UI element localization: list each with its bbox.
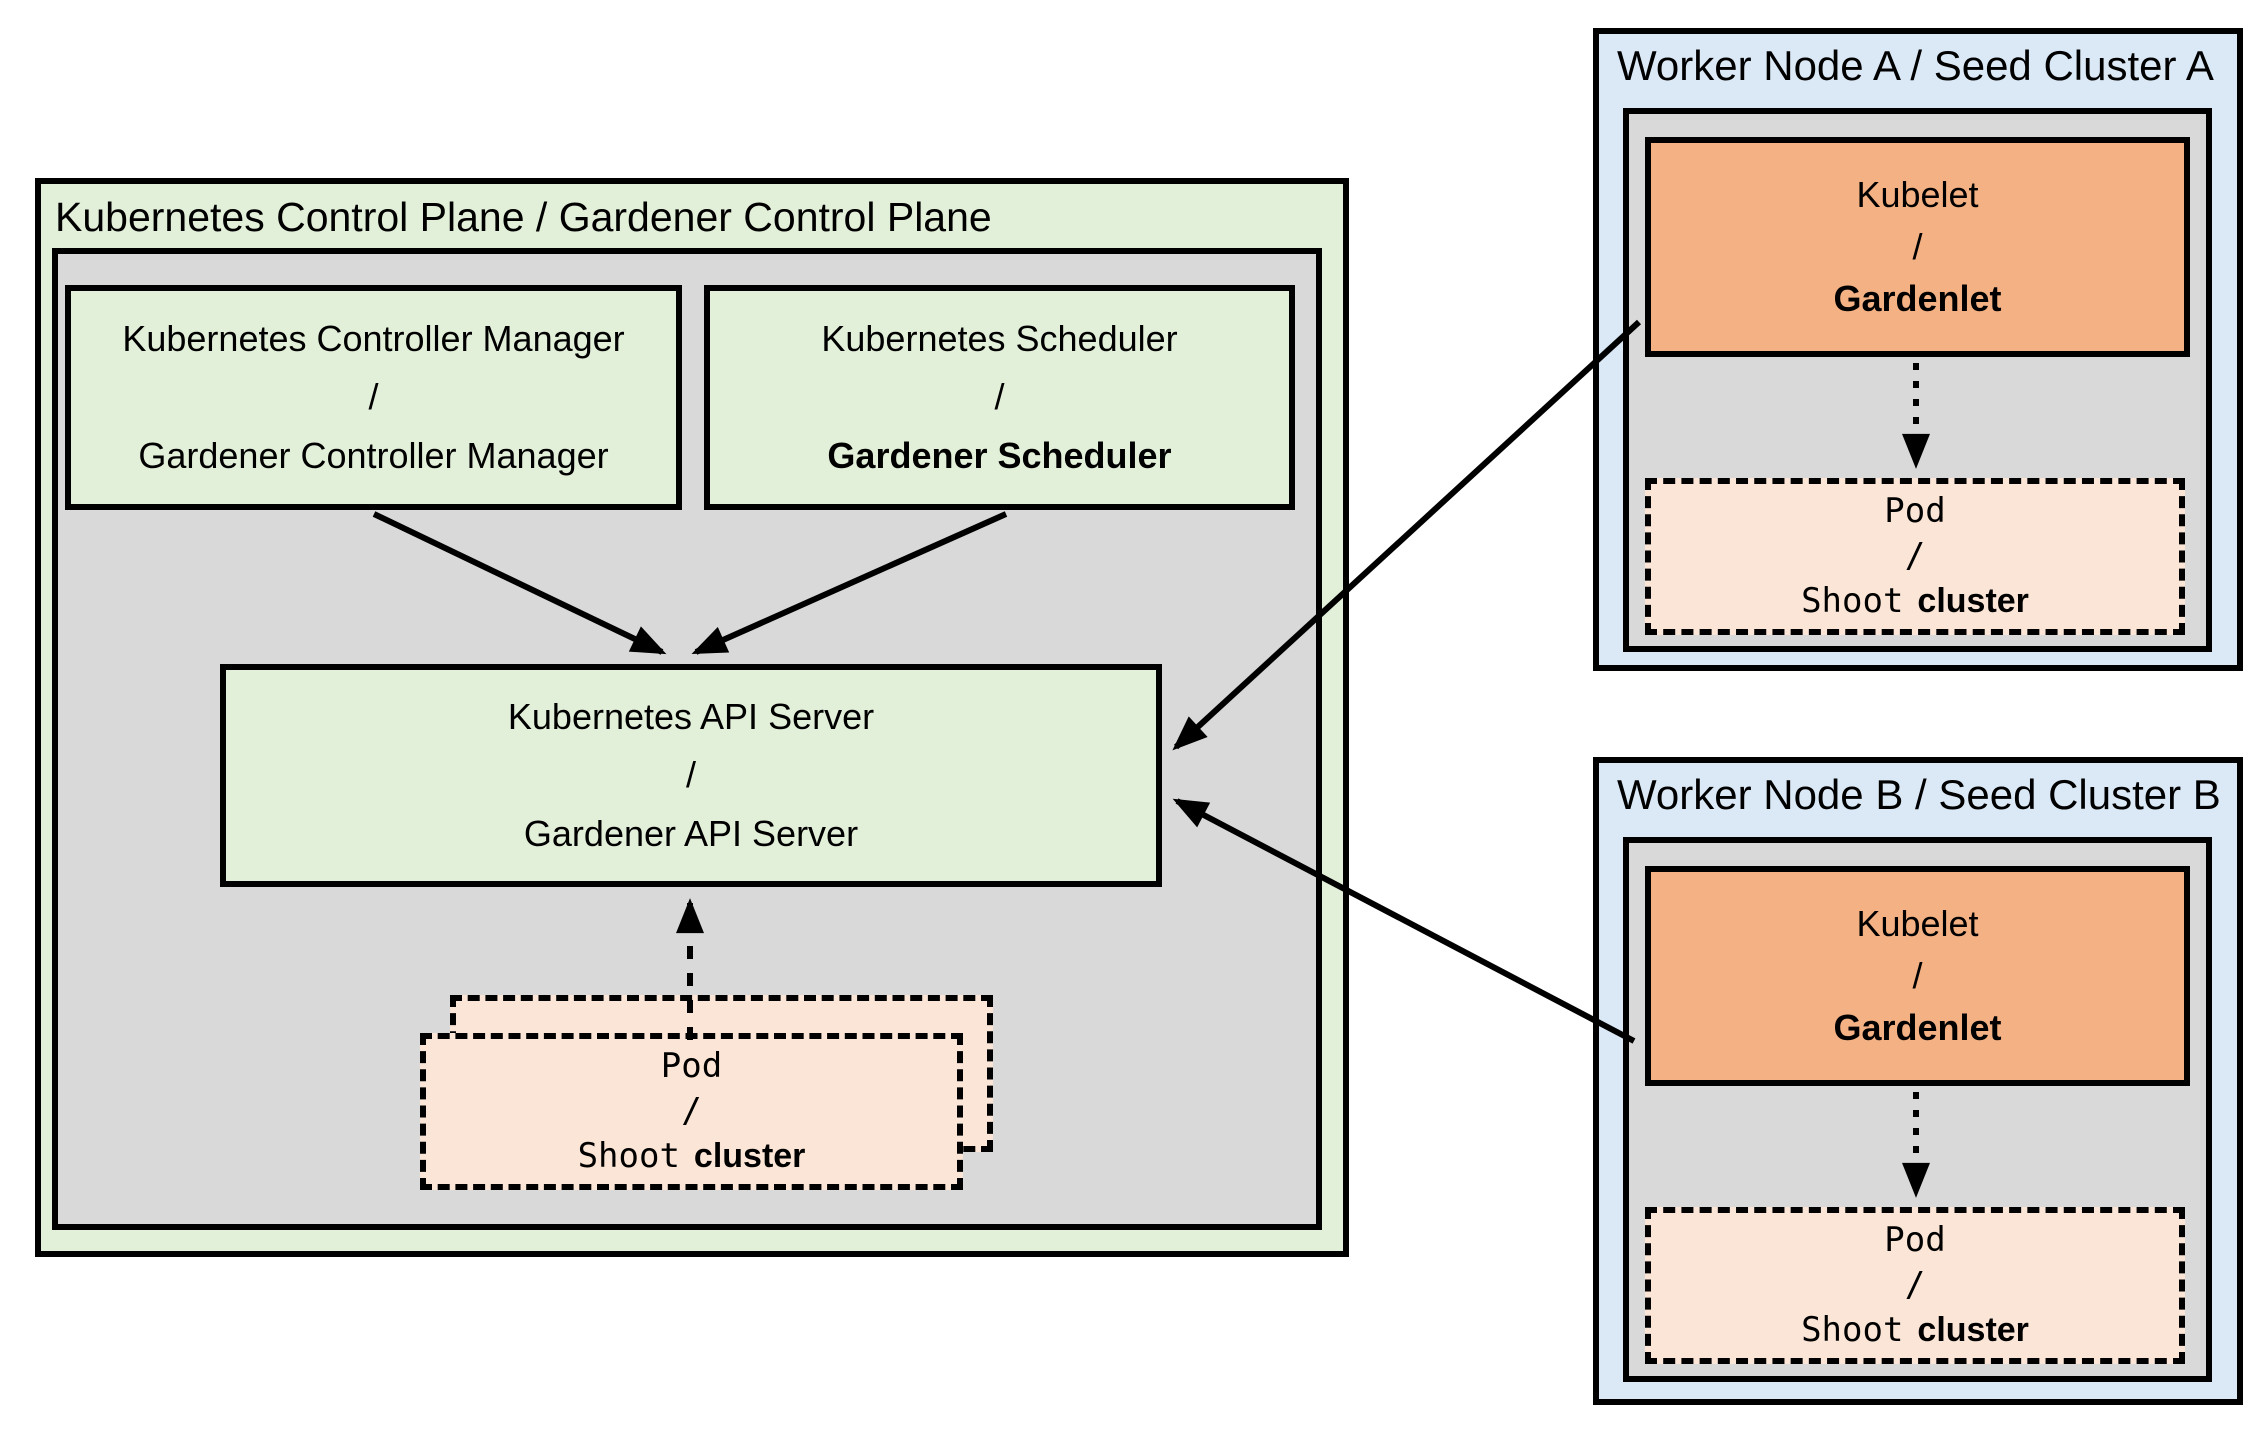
pod-shoot-stack-label: Pod / Shoot cluster	[426, 1039, 957, 1184]
pod-b-separator: /	[1904, 1265, 1926, 1306]
pod-shoot-box-a: Pod / Shoot cluster	[1645, 478, 2185, 635]
kubelet-b-separator: /	[1912, 954, 1923, 996]
controller-manager-line1: Kubernetes Controller Manager	[122, 318, 625, 360]
pod-b-line2-shoot: Shoot	[1801, 1309, 1904, 1350]
pod-shoot-box-b: Pod / Shoot cluster	[1645, 1207, 2185, 1364]
kubelet-a-line1: Kubelet	[1856, 173, 1979, 215]
scheduler-line2: Gardener Scheduler	[827, 434, 1172, 476]
controller-manager-label: Kubernetes Controller Manager / Gardener…	[71, 291, 676, 504]
pod-line1: Pod	[660, 1046, 723, 1087]
pod-a-separator: /	[1904, 536, 1926, 577]
pod-a-line2-shoot: Shoot	[1801, 580, 1904, 621]
pod-line2: Shoot cluster	[578, 1134, 806, 1179]
pod-a-line1: Pod	[1884, 491, 1946, 532]
kubelet-a-separator: /	[1912, 225, 1923, 267]
pod-b-line2-cluster: cluster	[1917, 1310, 2029, 1349]
kubelet-b-line1: Kubelet	[1856, 902, 1979, 944]
pod-b-line1: Pod	[1884, 1220, 1946, 1261]
kubelet-b-line2: Gardenlet	[1833, 1007, 2002, 1049]
kubelet-b-label: Kubelet / Gardenlet	[1651, 872, 2184, 1080]
worker-node-b-title: Worker Node B / Seed Cluster B	[1617, 771, 2221, 818]
kubelet-gardenlet-box-b: Kubelet / Gardenlet	[1645, 866, 2190, 1086]
api-server-line1: Kubernetes API Server	[507, 696, 875, 738]
api-server-label: Kubernetes API Server / Gardener API Ser…	[226, 670, 1156, 881]
kubelet-a-label: Kubelet / Gardenlet	[1651, 143, 2184, 351]
pod-b-line2: Shoot cluster	[1801, 1308, 2029, 1353]
pod-a-label: Pod / Shoot cluster	[1651, 484, 2179, 629]
scheduler-label: Kubernetes Scheduler / Gardener Schedule…	[710, 291, 1289, 504]
kubelet-gardenlet-box-a: Kubelet / Gardenlet	[1645, 137, 2190, 357]
scheduler-line1: Kubernetes Scheduler	[821, 318, 1178, 360]
controller-manager-separator: /	[368, 376, 379, 418]
pod-a-line2: Shoot cluster	[1801, 579, 2029, 624]
pod-b-label: Pod / Shoot cluster	[1651, 1213, 2179, 1358]
pod-shoot-stack-front-box: Pod / Shoot cluster	[420, 1033, 963, 1190]
scheduler-box: Kubernetes Scheduler / Gardener Schedule…	[704, 285, 1295, 510]
kubelet-a-line2: Gardenlet	[1833, 278, 2002, 320]
scheduler-separator: /	[994, 376, 1005, 418]
pod-line2-shoot: Shoot	[577, 1135, 680, 1176]
api-server-box: Kubernetes API Server / Gardener API Ser…	[220, 664, 1162, 887]
worker-node-a-title: Worker Node A / Seed Cluster A	[1617, 42, 2214, 89]
pod-separator: /	[681, 1091, 702, 1132]
api-server-separator: /	[685, 754, 696, 796]
api-server-line2: Gardener API Server	[523, 812, 859, 854]
pod-a-line2-cluster: cluster	[1917, 581, 2029, 620]
control-plane-title: Kubernetes Control Plane / Gardener Cont…	[55, 194, 992, 240]
controller-manager-box: Kubernetes Controller Manager / Gardener…	[65, 285, 682, 510]
controller-manager-line2: Gardener Controller Manager	[138, 434, 609, 476]
pod-line2-cluster: cluster	[693, 1136, 806, 1175]
